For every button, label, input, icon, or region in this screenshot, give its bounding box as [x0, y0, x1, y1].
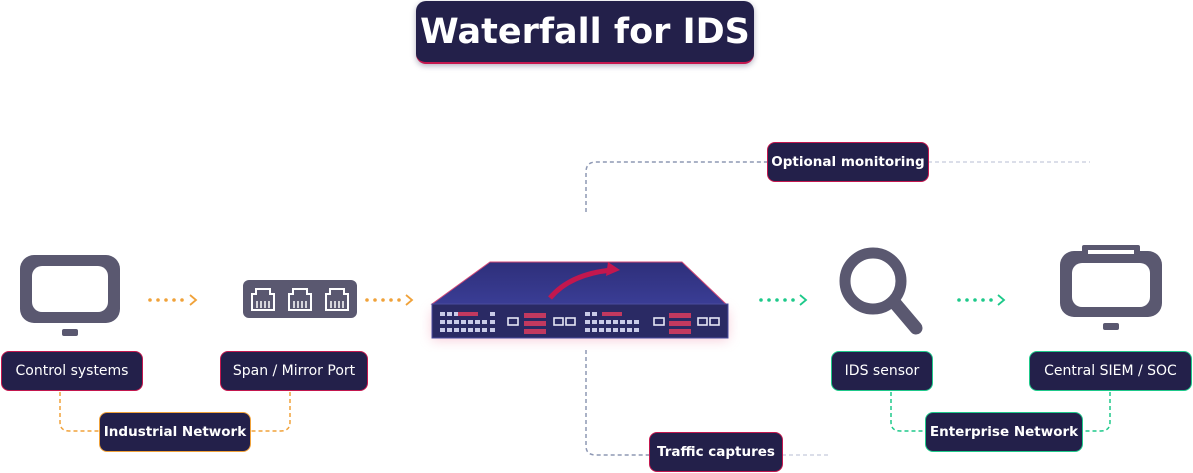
arrow-control-to-span [148, 294, 198, 306]
monitor-icon [20, 255, 120, 336]
ids-sensor-label: IDS sensor [831, 351, 933, 391]
span-mirror-port-label: Span / Mirror Port [220, 351, 368, 391]
control-systems-label: Control systems [1, 351, 143, 391]
enterprise-bracket-right [1082, 392, 1111, 432]
industrial-bracket-left [59, 392, 100, 432]
enterprise-bracket-left [890, 392, 926, 432]
optional-monitoring-label: Optional monitoring [767, 142, 929, 182]
siem-monitor-icon [1060, 245, 1162, 330]
optional-monitoring-line [585, 161, 768, 212]
industrial-bracket-right [250, 392, 291, 432]
arrow-waterfall-to-ids [759, 294, 808, 306]
diagram-title: Waterfall for IDS [416, 1, 754, 64]
traffic-captures-label: Traffic captures [649, 432, 783, 472]
arrow-ids-to-siem [957, 294, 1006, 306]
enterprise-network-label: Enterprise Network [925, 412, 1083, 452]
ethernet-ports-icon [243, 280, 357, 318]
traffic-captures-line [585, 350, 650, 456]
central-siem-soc-label: Central SIEM / SOC [1029, 351, 1192, 391]
magnifier-icon [839, 247, 923, 335]
waterfall-appliance-icon [430, 261, 729, 340]
industrial-network-label: Industrial Network [99, 412, 251, 452]
arrow-span-to-waterfall [365, 294, 414, 306]
